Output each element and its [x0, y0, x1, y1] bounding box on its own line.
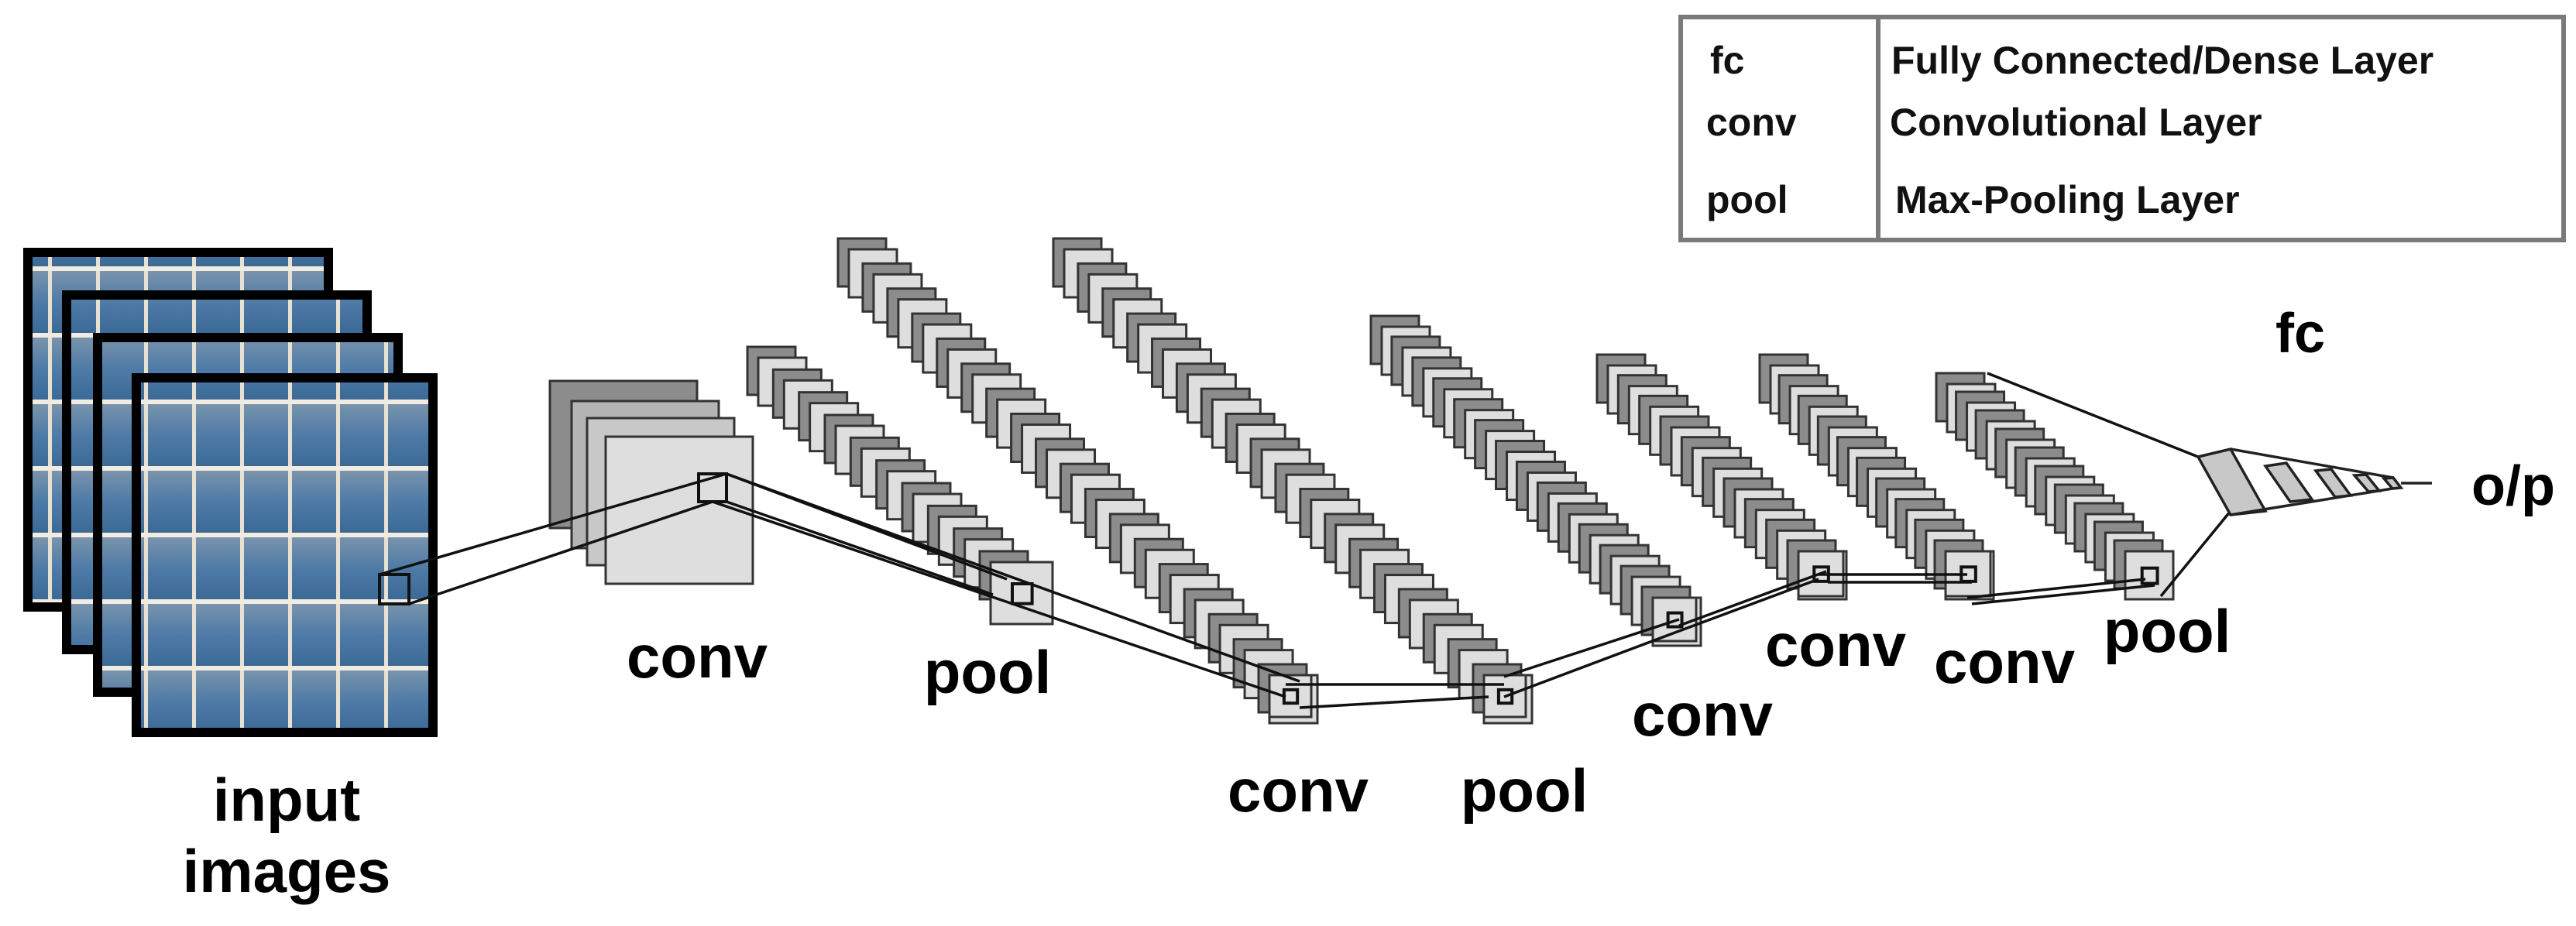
conv2-label: conv — [1228, 756, 1369, 825]
conn-input-conv1-b — [408, 500, 713, 605]
conn-conv3-conv4-b — [1672, 578, 1819, 635]
fc-label: fc — [2275, 303, 2325, 365]
conv5-label: conv — [1934, 628, 2076, 696]
input-image-4 — [132, 373, 438, 737]
input-receptive-field — [378, 573, 410, 605]
conv4-feature-stack — [1595, 353, 1848, 601]
conv4-label: conv — [1765, 611, 1907, 679]
connection-lines — [379, 372, 2232, 709]
input-label-line2: images — [183, 837, 391, 905]
pool2-label: pool — [1461, 756, 1589, 825]
legend-meaning-pool: Max-Pooling Layer — [1895, 178, 2240, 221]
pool3-receptive-field — [2140, 566, 2159, 585]
fc-block-2 — [2262, 461, 2315, 503]
conn-input-conv1-a — [379, 472, 727, 576]
conn-pool2-conv3-b — [1503, 632, 1674, 698]
fc-funnel — [2196, 447, 2432, 516]
conn-conv1-conv2-b — [712, 500, 1286, 698]
input-label-line1: input — [213, 766, 361, 834]
fc-block-3 — [2313, 468, 2354, 499]
conv3-feature-stack — [1369, 314, 1702, 647]
conv1-label: conv — [627, 622, 768, 691]
legend-abbr-conv: conv — [1706, 101, 1797, 144]
conn-conv3-conv4-a — [1678, 570, 1827, 627]
fc-block-4 — [2351, 473, 2382, 493]
conn-pool3-fc-top — [1987, 372, 2199, 458]
pool2-receptive-field — [1496, 688, 1514, 705]
legend-abbr-pool: pool — [1706, 178, 1788, 221]
conn-conv5-pool3-b — [1971, 584, 2155, 605]
legend-meaning-fc: Fully Connected/Dense Layer — [1891, 39, 2433, 82]
input-image-stack — [23, 248, 438, 737]
output-label: o/p — [2471, 455, 2555, 517]
pool2-feature-stack — [1052, 237, 1534, 725]
pool3-label: pool — [2104, 597, 2231, 665]
pool1-label: pool — [924, 638, 1052, 706]
conn-pool2-conv3-a — [1503, 618, 1680, 678]
legend-table: fc Fully Connected/Dense Layer conv Conv… — [1678, 15, 2566, 242]
fc-block-1 — [2196, 447, 2268, 516]
conv3-receptive-field — [1666, 611, 1684, 629]
conv1-feature-stack — [548, 379, 754, 585]
conv5-feature-stack — [1758, 353, 1995, 601]
fc-block-5 — [2381, 476, 2404, 490]
conv2-map-final — [1268, 674, 1313, 719]
legend-meaning-conv: Convolutional Layer — [1890, 101, 2262, 144]
conv3-label: conv — [1632, 681, 1774, 749]
conn-conv1-pool1-b — [726, 500, 994, 596]
conn-conv5-pool3-a — [1966, 578, 2146, 599]
legend-border — [1678, 15, 2566, 242]
pool1-receptive-field — [1011, 582, 1034, 605]
conn-pool3-fc-bottom — [2159, 509, 2232, 598]
conv2-feature-stack — [836, 237, 1319, 725]
conn-conv1-conv2-a — [726, 472, 1300, 683]
conv3-map-final — [1651, 596, 1698, 643]
legend-abbr-fc: fc — [1710, 39, 1744, 82]
conn-conv2-pool2-b — [1299, 695, 1489, 709]
pool3-map-final — [2124, 550, 2175, 601]
